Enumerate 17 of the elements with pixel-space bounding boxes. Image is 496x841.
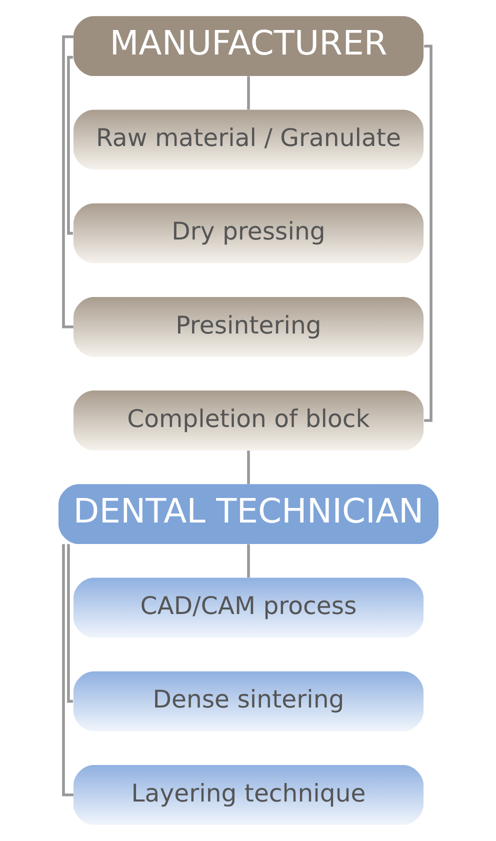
connector [66,544,72,703]
node-box: Raw material / Granulate [72,110,424,170]
node-box: Layering technique [72,764,424,825]
connector [246,450,250,484]
node-box: Dense sintering [72,671,424,732]
node-box: Presintering [72,296,424,357]
connector [62,35,73,328]
node-box: Dry pressing [72,203,424,264]
node-box: DENTAL TECHNICIAN [58,484,438,544]
connector [66,56,72,235]
connector [246,76,250,110]
connector [424,44,432,422]
node-box: MANUFACTURER [72,16,424,76]
node-box: Completion of block [72,390,424,450]
node-box: CAD/CAM process [72,578,424,638]
connector [246,544,250,578]
connector [62,544,73,796]
